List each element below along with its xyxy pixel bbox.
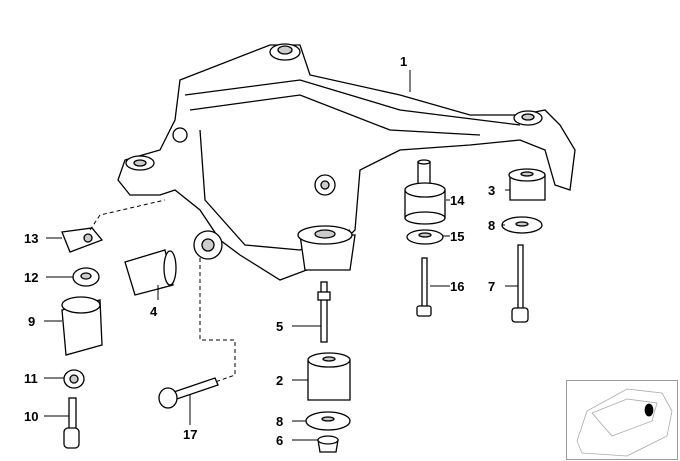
part-6-nut — [317, 435, 339, 453]
callout-4: 4 — [150, 304, 158, 319]
part-10-bolt — [63, 397, 80, 449]
callout-17: 17 — [183, 427, 198, 442]
vehicle-location-thumbnail — [566, 380, 678, 460]
part-13-clip — [61, 227, 104, 253]
callout-6: 6 — [276, 433, 284, 448]
axle-carrier — [117, 43, 576, 281]
callout-1: 1 — [400, 54, 408, 69]
callout-16: 16 — [450, 279, 465, 294]
part-16-bolt — [416, 257, 432, 317]
part-9-bushing — [61, 296, 103, 356]
callout-2: 2 — [276, 373, 284, 388]
callout-7: 7 — [488, 279, 496, 294]
part-14-bushing — [404, 159, 446, 225]
part-2-bushing — [307, 352, 351, 401]
part-3-bushing — [508, 168, 546, 201]
part-7-bolt — [511, 244, 529, 323]
part-12-nut — [72, 267, 100, 287]
callout-8-lower: 8 — [276, 414, 284, 429]
callout-11: 11 — [24, 371, 38, 386]
part-17-bolt — [158, 377, 219, 409]
callout-13: 13 — [24, 231, 39, 246]
part-4-bushing — [124, 249, 177, 296]
callout-8-upper: 8 — [488, 218, 496, 233]
leader-lines — [44, 70, 518, 441]
callout-12: 12 — [24, 270, 39, 285]
callout-10: 10 — [24, 409, 39, 424]
part-11-nut — [63, 369, 85, 389]
callout-14: 14 — [450, 193, 465, 208]
part-5-bolt — [317, 281, 331, 343]
callout-3: 3 — [488, 183, 496, 198]
callout-15: 15 — [450, 229, 465, 244]
callout-9: 9 — [28, 314, 36, 329]
callout-5: 5 — [276, 319, 284, 334]
